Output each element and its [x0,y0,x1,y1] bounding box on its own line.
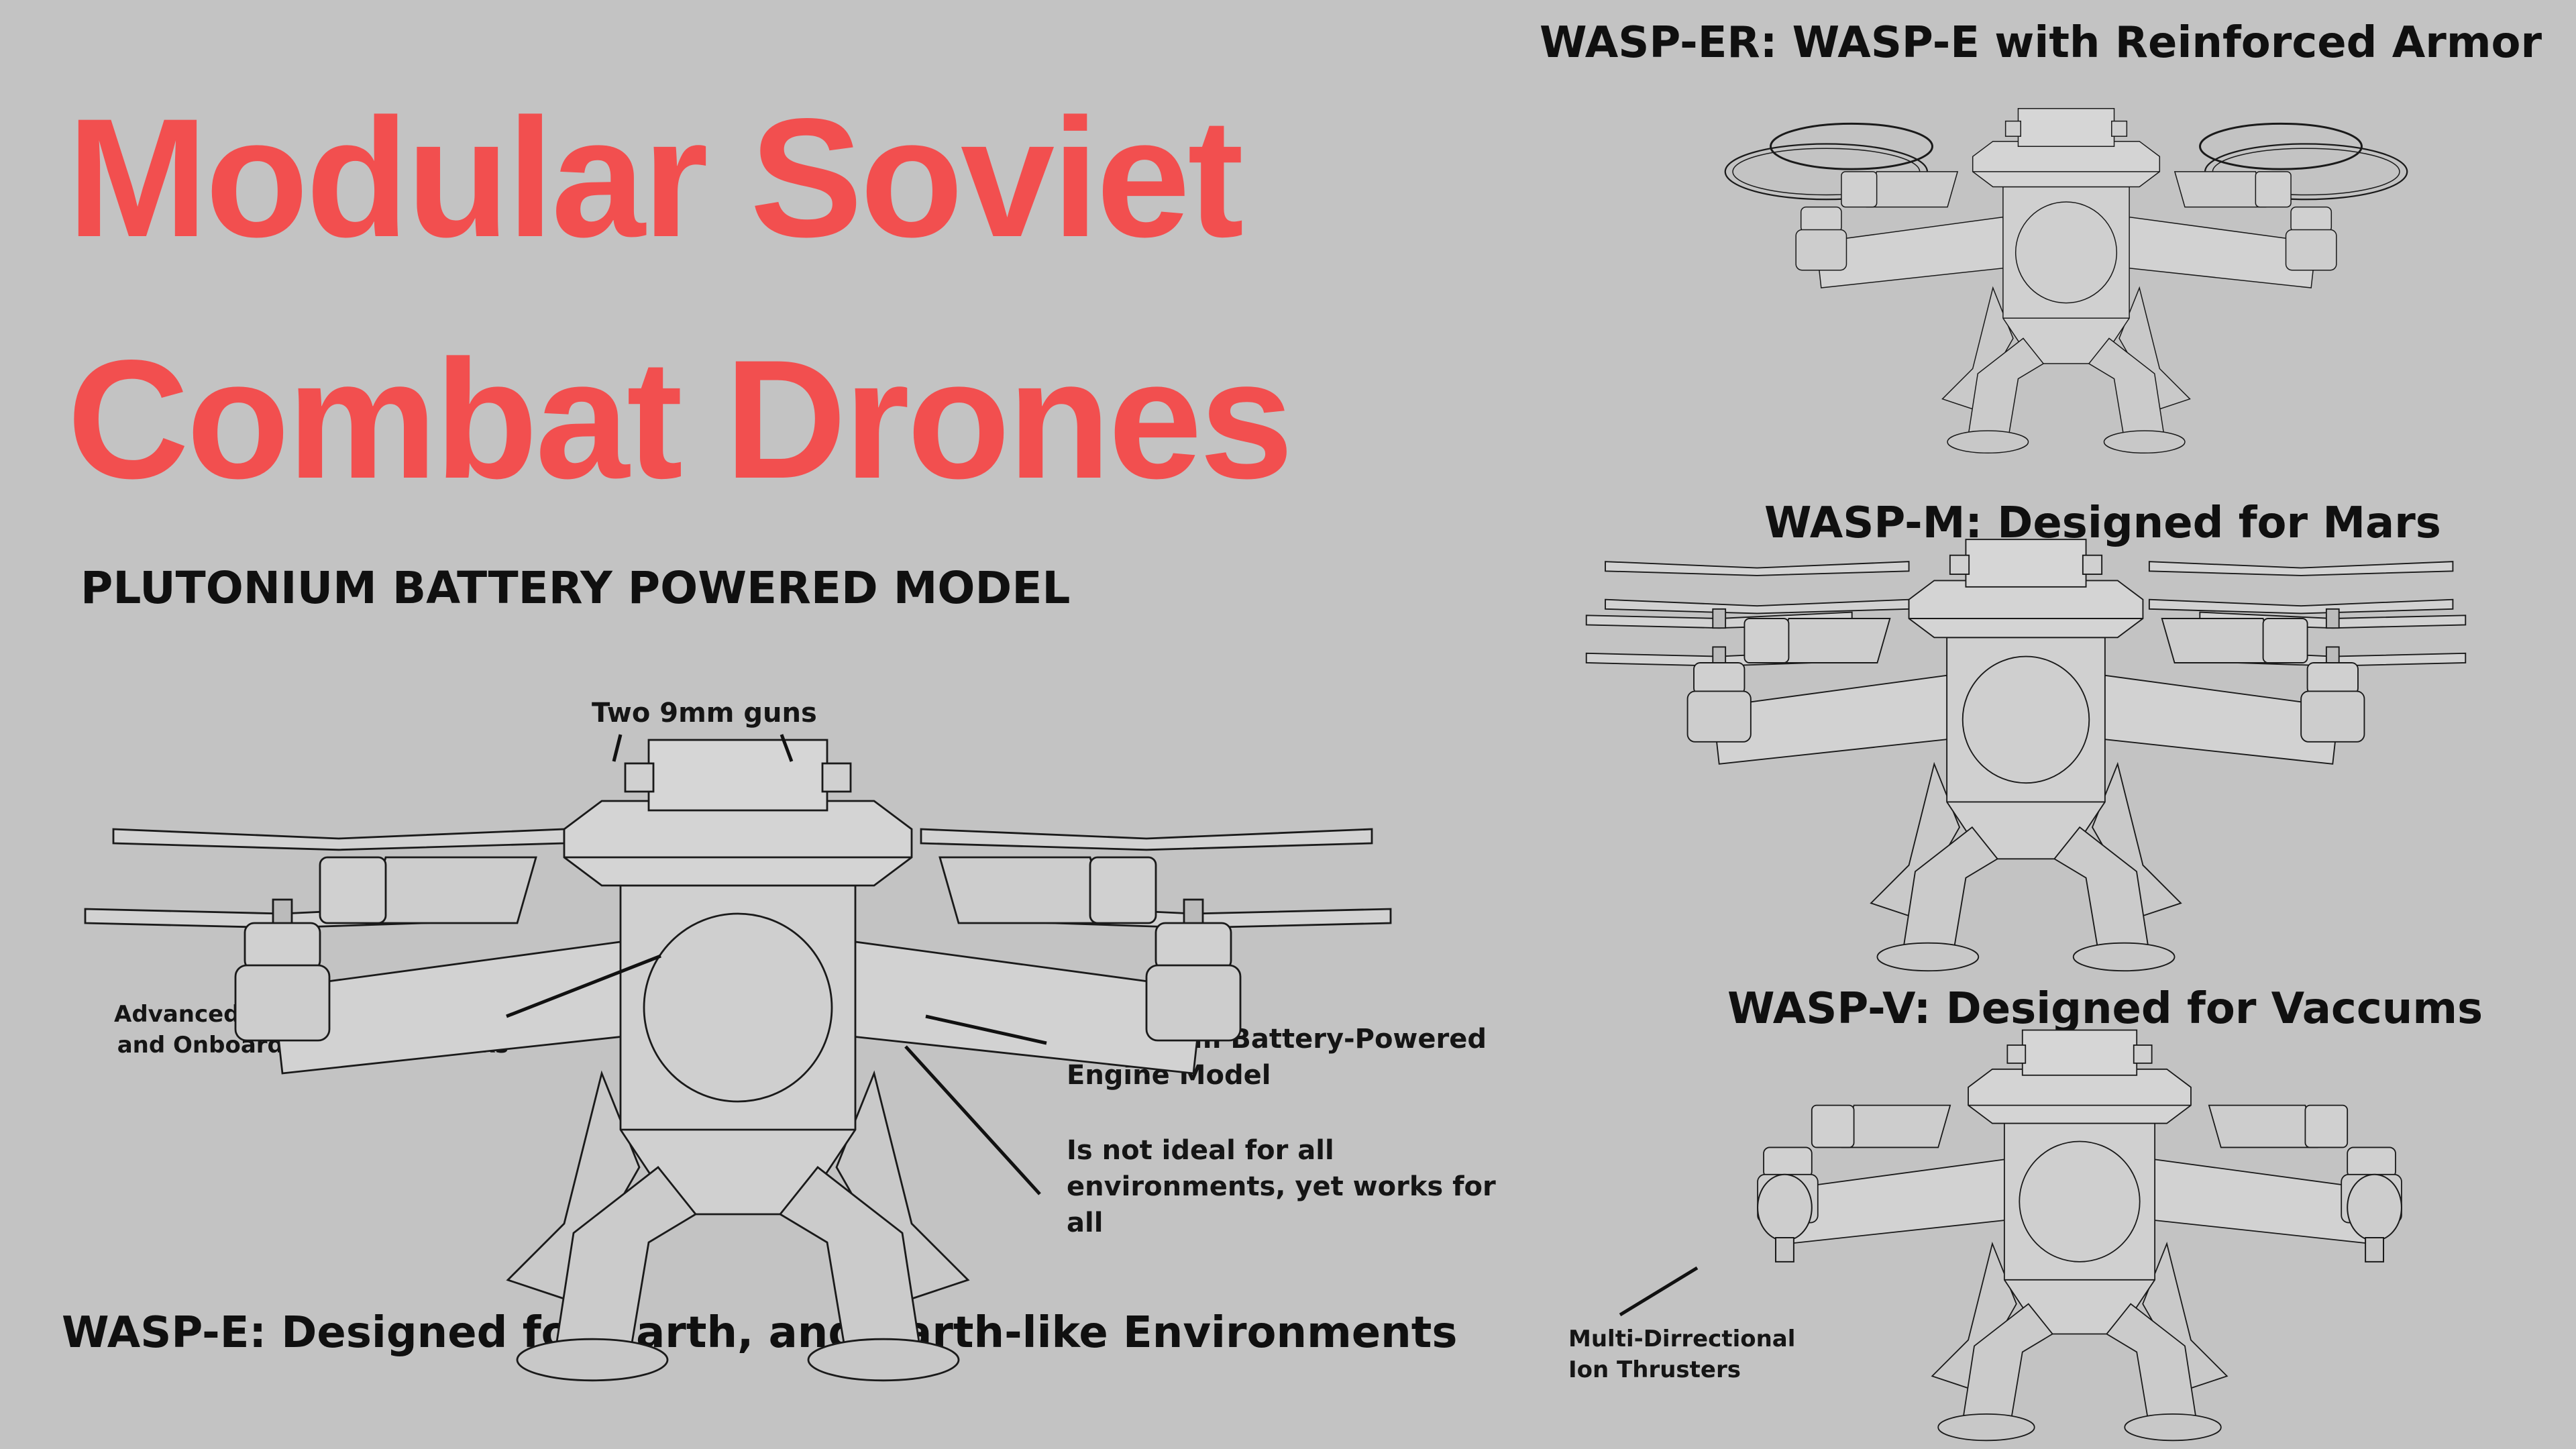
page-title-line-1: Modular Soviet [67,84,1244,272]
page-subtitle: PLUTONIUM BATTERY POWERED MODEL [80,562,1071,614]
page-title-line-2: Combat Drones [67,325,1293,514]
wasp-v-drone [1757,1029,2402,1442]
wasp-m-heading: WASP-M: Designed for Mars [1764,498,2441,548]
engine-leader [925,1014,1047,1045]
guns-leader-right [780,734,794,762]
wasp-v-heading: WASP-V: Designed for Vaccums [1727,984,2483,1034]
thrusters-leader [1619,1266,1699,1317]
ai-leader [506,954,661,1018]
wasp-er-heading: WASP-ER: WASP-E with Reinforced Armor [1540,18,2542,68]
callout-environments: Is not ideal for all environments, yet w… [1067,1135,1496,1238]
callout-guns: Two 9mm guns [592,698,817,729]
wasp-e-heading: WASP-E: Designed for Earth, and Earth-li… [62,1308,1458,1358]
guns-leader-left [612,734,623,762]
callout-thrusters: Multi-Dirrectional Ion Thrusters [1568,1326,1796,1383]
environments-leader [904,1045,1041,1195]
wasp-er-drone [1724,108,2408,454]
